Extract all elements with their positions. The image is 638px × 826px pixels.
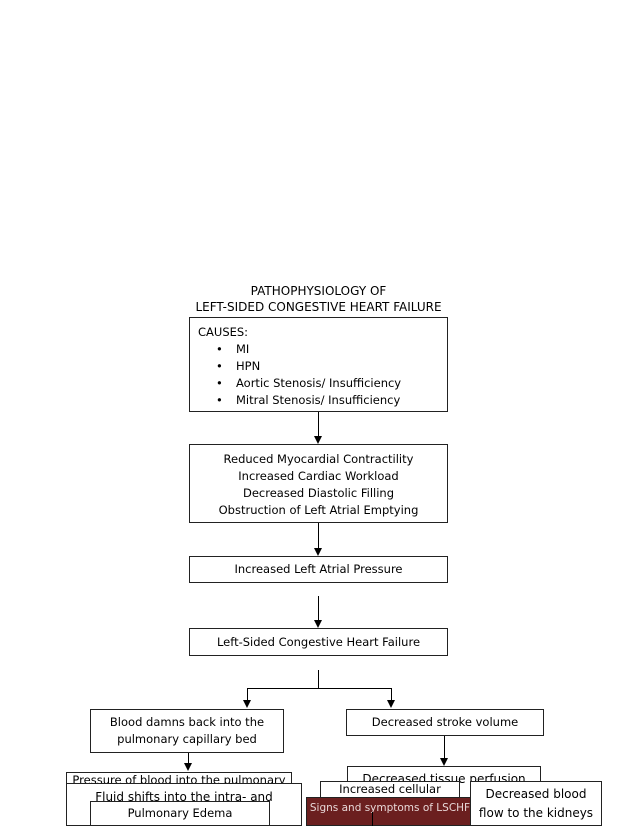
atrial-pressure-box: Increased Left Atrial Pressure [189,556,448,583]
cellular-box: Increased cellular [320,781,460,797]
arrow-down-icon [387,700,395,708]
mechanism-item: Decreased Diastolic Filling [242,486,395,500]
blood-damns-line-2: pulmonary capillary bed [117,732,257,746]
diagram-title: PATHOPHYSIOLOGY OF LEFT-SIDED CONGESTIVE… [186,283,451,315]
stroke-volume-box: Decreased stroke volume [346,709,544,736]
blood-damns-box: Blood damns back into the pulmonary capi… [90,709,284,753]
arrow-down-icon [314,620,322,628]
title-line-1: PATHOPHYSIOLOGY OF [250,284,387,298]
cause-item: MI [216,341,447,358]
arrow-down-icon [243,700,251,708]
cause-item: Aortic Stenosis/ Insufficiency [216,375,447,392]
connector-line [247,688,248,700]
signs-symptoms-label: Signs and symptoms of LSCHF [309,802,471,814]
arrow-down-icon [314,548,322,556]
causes-heading: CAUSES: [198,325,249,339]
kidneys-box: Decreased blood flow to the kidneys [470,781,602,826]
connector-line [318,523,319,548]
title-line-2: LEFT-SIDED CONGESTIVE HEART FAILURE [195,300,442,314]
connector-line [391,688,392,700]
split-connector [247,688,392,689]
kidneys-line-1: Decreased blood [485,787,587,801]
blood-damns-line-1: Blood damns back into the [109,715,265,729]
arrow-down-icon [184,763,192,771]
signs-symptoms-box: Signs and symptoms of LSCHF [306,797,474,826]
cause-item: HPN [216,358,447,375]
mechanism-item: Reduced Myocardial Contractility [223,452,414,466]
connector-line [318,670,319,688]
arrow-down-icon [314,436,322,444]
arrow-down-icon [440,758,448,766]
heart-failure-box: Left-Sided Congestive Heart Failure [189,628,448,656]
heart-failure-label: Left-Sided Congestive Heart Failure [216,635,421,649]
mechanism-item: Increased Cardiac Workload [238,469,399,483]
fluid-shifts-label: Fluid shifts into the intra- and [95,790,273,804]
stroke-volume-label: Decreased stroke volume [371,715,519,729]
connector-line [188,753,189,763]
connector-line [372,812,373,826]
mechanisms-box: Reduced Myocardial Contractility Increas… [189,444,448,523]
connector-line [318,596,319,620]
connector-line [318,412,319,436]
atrial-pressure-label: Increased Left Atrial Pressure [234,562,403,576]
causes-box: CAUSES: MI HPN Aortic Stenosis/ Insuffic… [189,317,448,412]
cause-item: Mitral Stenosis/ Insufficiency [216,392,447,409]
pulmonary-edema-box: Pulmonary Edema [90,801,270,826]
mechanism-item: Obstruction of Left Atrial Emptying [218,503,419,517]
pulmonary-edema-label: Pulmonary Edema [127,806,233,820]
kidneys-line-2: flow to the kidneys [478,806,594,820]
causes-list: MI HPN Aortic Stenosis/ Insufficiency Mi… [198,341,447,409]
connector-line [444,736,445,758]
cellular-label: Increased cellular [339,782,441,796]
